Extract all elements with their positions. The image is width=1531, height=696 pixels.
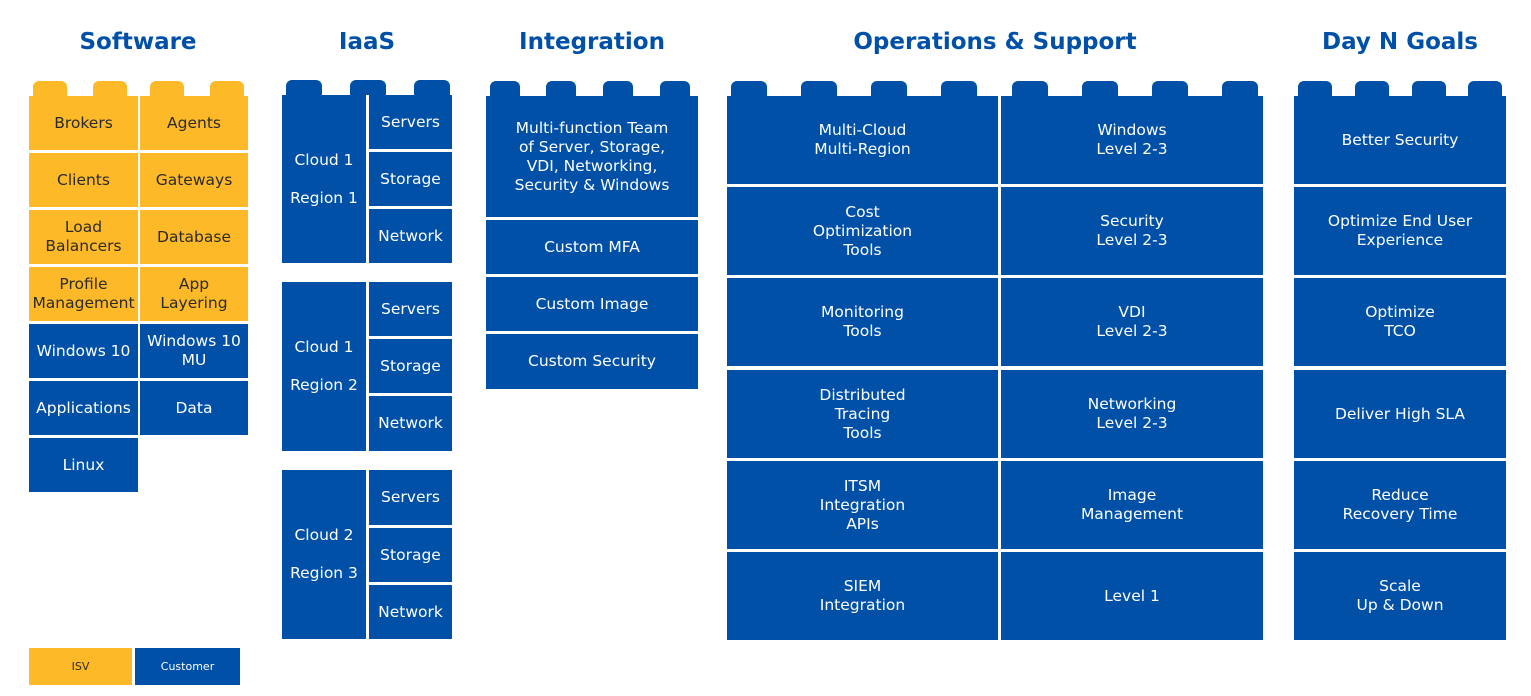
ops-windows-level: Windows Level 2-3 xyxy=(1001,96,1263,184)
goal-deliver-high-sla: Deliver High SLA xyxy=(1294,370,1506,458)
iaas-bump xyxy=(286,80,322,95)
integration-custom-image: Custom Image xyxy=(486,277,698,331)
iaas-region-cloud1-region1: Cloud 1 Region 1 xyxy=(282,95,366,263)
software-right-bump-1 xyxy=(150,81,184,96)
goal-reduce-recovery-time: Reduce Recovery Time xyxy=(1294,461,1506,549)
software-agents: Agents xyxy=(140,96,248,150)
software-brokers: Brokers xyxy=(29,96,138,150)
ops-networking-level: Networking Level 2-3 xyxy=(1001,370,1263,458)
dayn-bump xyxy=(1468,81,1502,96)
header-iaas: IaaS xyxy=(338,29,396,55)
software-applications: Applications xyxy=(29,381,138,435)
legend-isv: ISV xyxy=(29,648,132,685)
header-software: Software xyxy=(79,29,197,55)
iaas-bump xyxy=(350,80,386,95)
iaas-storage: Storage xyxy=(369,339,452,393)
ops-siem-integration: SIEM Integration xyxy=(727,552,998,640)
iaas-region-cloud1-region2: Cloud 1 Region 2 xyxy=(282,282,366,451)
iaas-storage: Storage xyxy=(369,152,452,206)
ops-bump xyxy=(1152,81,1188,96)
ops-bump xyxy=(871,81,907,96)
integration-custom-mfa: Custom MFA xyxy=(486,220,698,274)
software-app-layering: App Layering xyxy=(140,267,248,321)
dayn-bump xyxy=(1412,81,1446,96)
software-windows-10-mu: Windows 10 MU xyxy=(140,324,248,378)
header-operations-support: Operations & Support xyxy=(853,29,1137,55)
header-day-n-goals: Day N Goals xyxy=(1322,29,1478,55)
iaas-storage: Storage xyxy=(369,528,452,582)
goal-optimize-end-user-experience: Optimize End User Experience xyxy=(1294,187,1506,275)
ops-bump xyxy=(731,81,767,96)
iaas-servers: Servers xyxy=(369,95,452,149)
ops-bump xyxy=(1082,81,1118,96)
software-windows-10: Windows 10 xyxy=(29,324,138,378)
ops-cost-optimization: Cost Optimization Tools xyxy=(727,187,998,275)
ops-bump xyxy=(1222,81,1258,96)
iaas-bump xyxy=(414,80,450,95)
dayn-bump xyxy=(1355,81,1389,96)
ops-level-1: Level 1 xyxy=(1001,552,1263,640)
iaas-network: Network xyxy=(369,396,452,451)
software-load-balancers: Load Balancers xyxy=(29,210,138,264)
software-linux: Linux xyxy=(29,438,138,492)
ops-security-level: Security Level 2-3 xyxy=(1001,187,1263,275)
integration-bump xyxy=(603,81,633,96)
integration-bump xyxy=(546,81,576,96)
software-data: Data xyxy=(140,381,248,435)
iaas-region-cloud2-region3: Cloud 2 Region 3 xyxy=(282,470,366,639)
integration-bump xyxy=(490,81,520,96)
iaas-network: Network xyxy=(369,585,452,639)
ops-bump xyxy=(801,81,837,96)
software-left-bump-1 xyxy=(33,81,67,96)
goal-optimize-tco: Optimize TCO xyxy=(1294,278,1506,366)
integration-custom-security: Custom Security xyxy=(486,334,698,389)
integration-bump xyxy=(660,81,690,96)
ops-bump xyxy=(1012,81,1048,96)
legend-customer: Customer xyxy=(135,648,240,685)
ops-distributed-tracing: Distributed Tracing Tools xyxy=(727,370,998,458)
header-integration: Integration xyxy=(519,29,665,55)
iaas-servers: Servers xyxy=(369,282,452,336)
iaas-network: Network xyxy=(369,209,452,263)
software-left-bump-2 xyxy=(93,81,127,96)
software-gateways: Gateways xyxy=(140,153,248,207)
dayn-bump xyxy=(1298,81,1332,96)
ops-bump xyxy=(941,81,977,96)
ops-multi-cloud: Multi-Cloud Multi-Region xyxy=(727,96,998,184)
goal-scale-up-down: Scale Up & Down xyxy=(1294,552,1506,640)
ops-vdi-level: VDI Level 2-3 xyxy=(1001,278,1263,366)
ops-monitoring-tools: Monitoring Tools xyxy=(727,278,998,366)
software-clients: Clients xyxy=(29,153,138,207)
iaas-servers: Servers xyxy=(369,470,452,525)
software-right-bump-2 xyxy=(210,81,244,96)
ops-image-management: Image Management xyxy=(1001,461,1263,549)
software-database: Database xyxy=(140,210,248,264)
integration-multi-function-team: Multi-function Team of Server, Storage, … xyxy=(486,96,698,217)
software-profile-management: Profile Management xyxy=(29,267,138,321)
goal-better-security: Better Security xyxy=(1294,96,1506,184)
ops-itsm-integration: ITSM Integration APIs xyxy=(727,461,998,549)
